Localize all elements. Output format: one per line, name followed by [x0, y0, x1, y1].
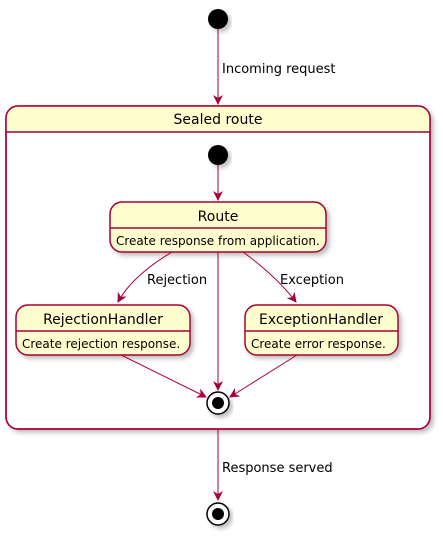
state-rejection-handler-name: RejectionHandler	[43, 312, 163, 328]
state-rejection-handler: RejectionHandler Create rejection respon…	[15, 304, 191, 356]
inner-final-node	[206, 391, 230, 415]
state-exception-handler-description: Create error response.	[251, 337, 386, 351]
inner-initial-node	[208, 145, 228, 165]
transition-rejection-label: Rejection	[147, 273, 207, 288]
composite-state-title: Sealed route	[174, 112, 263, 128]
transition-exception-final-arrow	[229, 354, 298, 398]
transition-rejection-arrow	[117, 251, 173, 303]
transition-rejection-final-arrow	[120, 354, 207, 398]
state-rejection-handler-description: Create rejection response.	[22, 337, 180, 351]
state-exception-handler-name: ExceptionHandler	[259, 312, 383, 328]
state-exception-handler: ExceptionHandler Create error response.	[244, 304, 399, 356]
final-node	[206, 502, 230, 526]
state-route-name: Route	[198, 209, 239, 225]
transition-incoming-label: Incoming request	[222, 62, 336, 77]
transition-served-label: Response served	[222, 461, 333, 476]
initial-node-outer	[208, 9, 228, 29]
state-route: Route Create response from application.	[109, 201, 327, 253]
state-route-description: Create response from application.	[116, 234, 320, 248]
transition-exception-label: Exception	[280, 273, 344, 288]
transition-exception-arrow	[242, 251, 297, 303]
